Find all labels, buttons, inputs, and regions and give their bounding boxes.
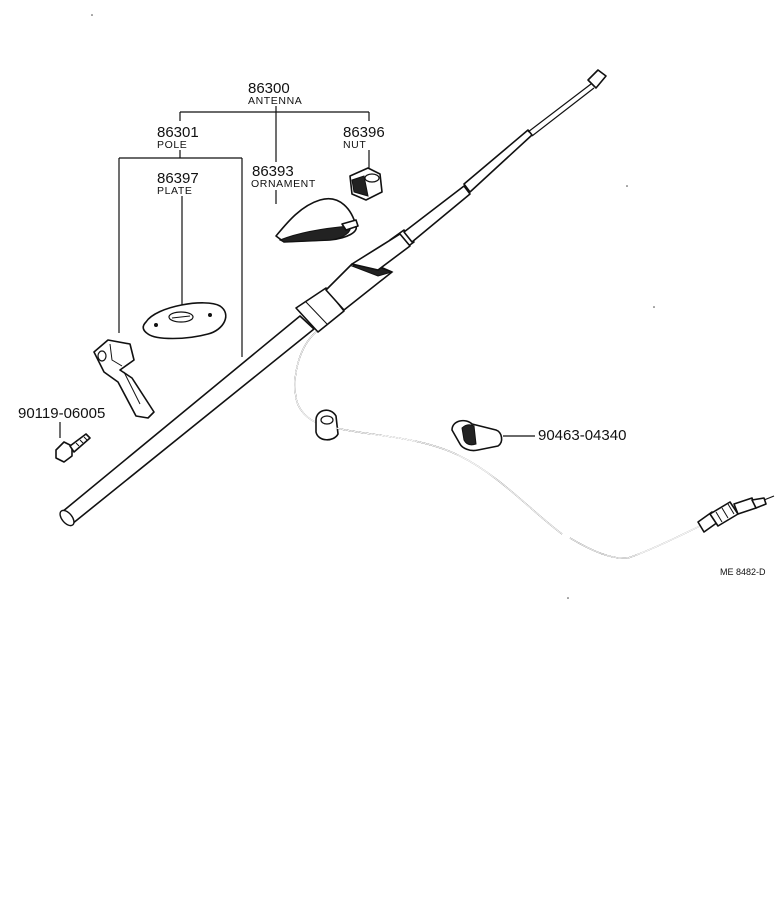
label-nut: 86396 NUT [343,124,385,151]
label-clip-number: 90463-04340 [538,427,626,444]
label-antenna-number: 86300 [248,80,290,97]
speck [567,597,569,599]
antenna-cable [294,331,709,559]
label-ornament-name: ORNAMENT [251,178,316,190]
label-plate-name: PLATE [157,185,192,197]
speck [626,185,628,187]
speck [653,306,655,308]
label-antenna: 86300 ANTENNA [248,80,302,107]
plug-connector [697,495,775,533]
speck [91,14,93,16]
label-nut-name: NUT [343,139,366,151]
antenna-mast [59,69,607,527]
label-ornament-number: 86393 [252,163,294,180]
ornament-part [275,197,359,243]
label-ornament: 86393 ORNAMENT [251,163,316,190]
reference-code: ME 8482-D [720,567,766,577]
plate-part [142,302,227,340]
bolt-part [55,433,91,463]
pole-bracket-part [93,339,155,419]
label-bolt-number: 90119-06005 [18,405,105,422]
nut-part [349,167,383,201]
label-antenna-name: ANTENNA [248,95,302,107]
label-nut-number: 86396 [343,124,385,141]
label-plate-number: 86397 [157,170,199,187]
clip-part [451,419,503,452]
label-pole: 86301 POLE [157,124,199,151]
label-plate: 86397 PLATE [157,170,199,197]
label-pole-number: 86301 [157,124,199,141]
label-pole-name: POLE [157,139,187,151]
leader-lines [59,106,535,438]
